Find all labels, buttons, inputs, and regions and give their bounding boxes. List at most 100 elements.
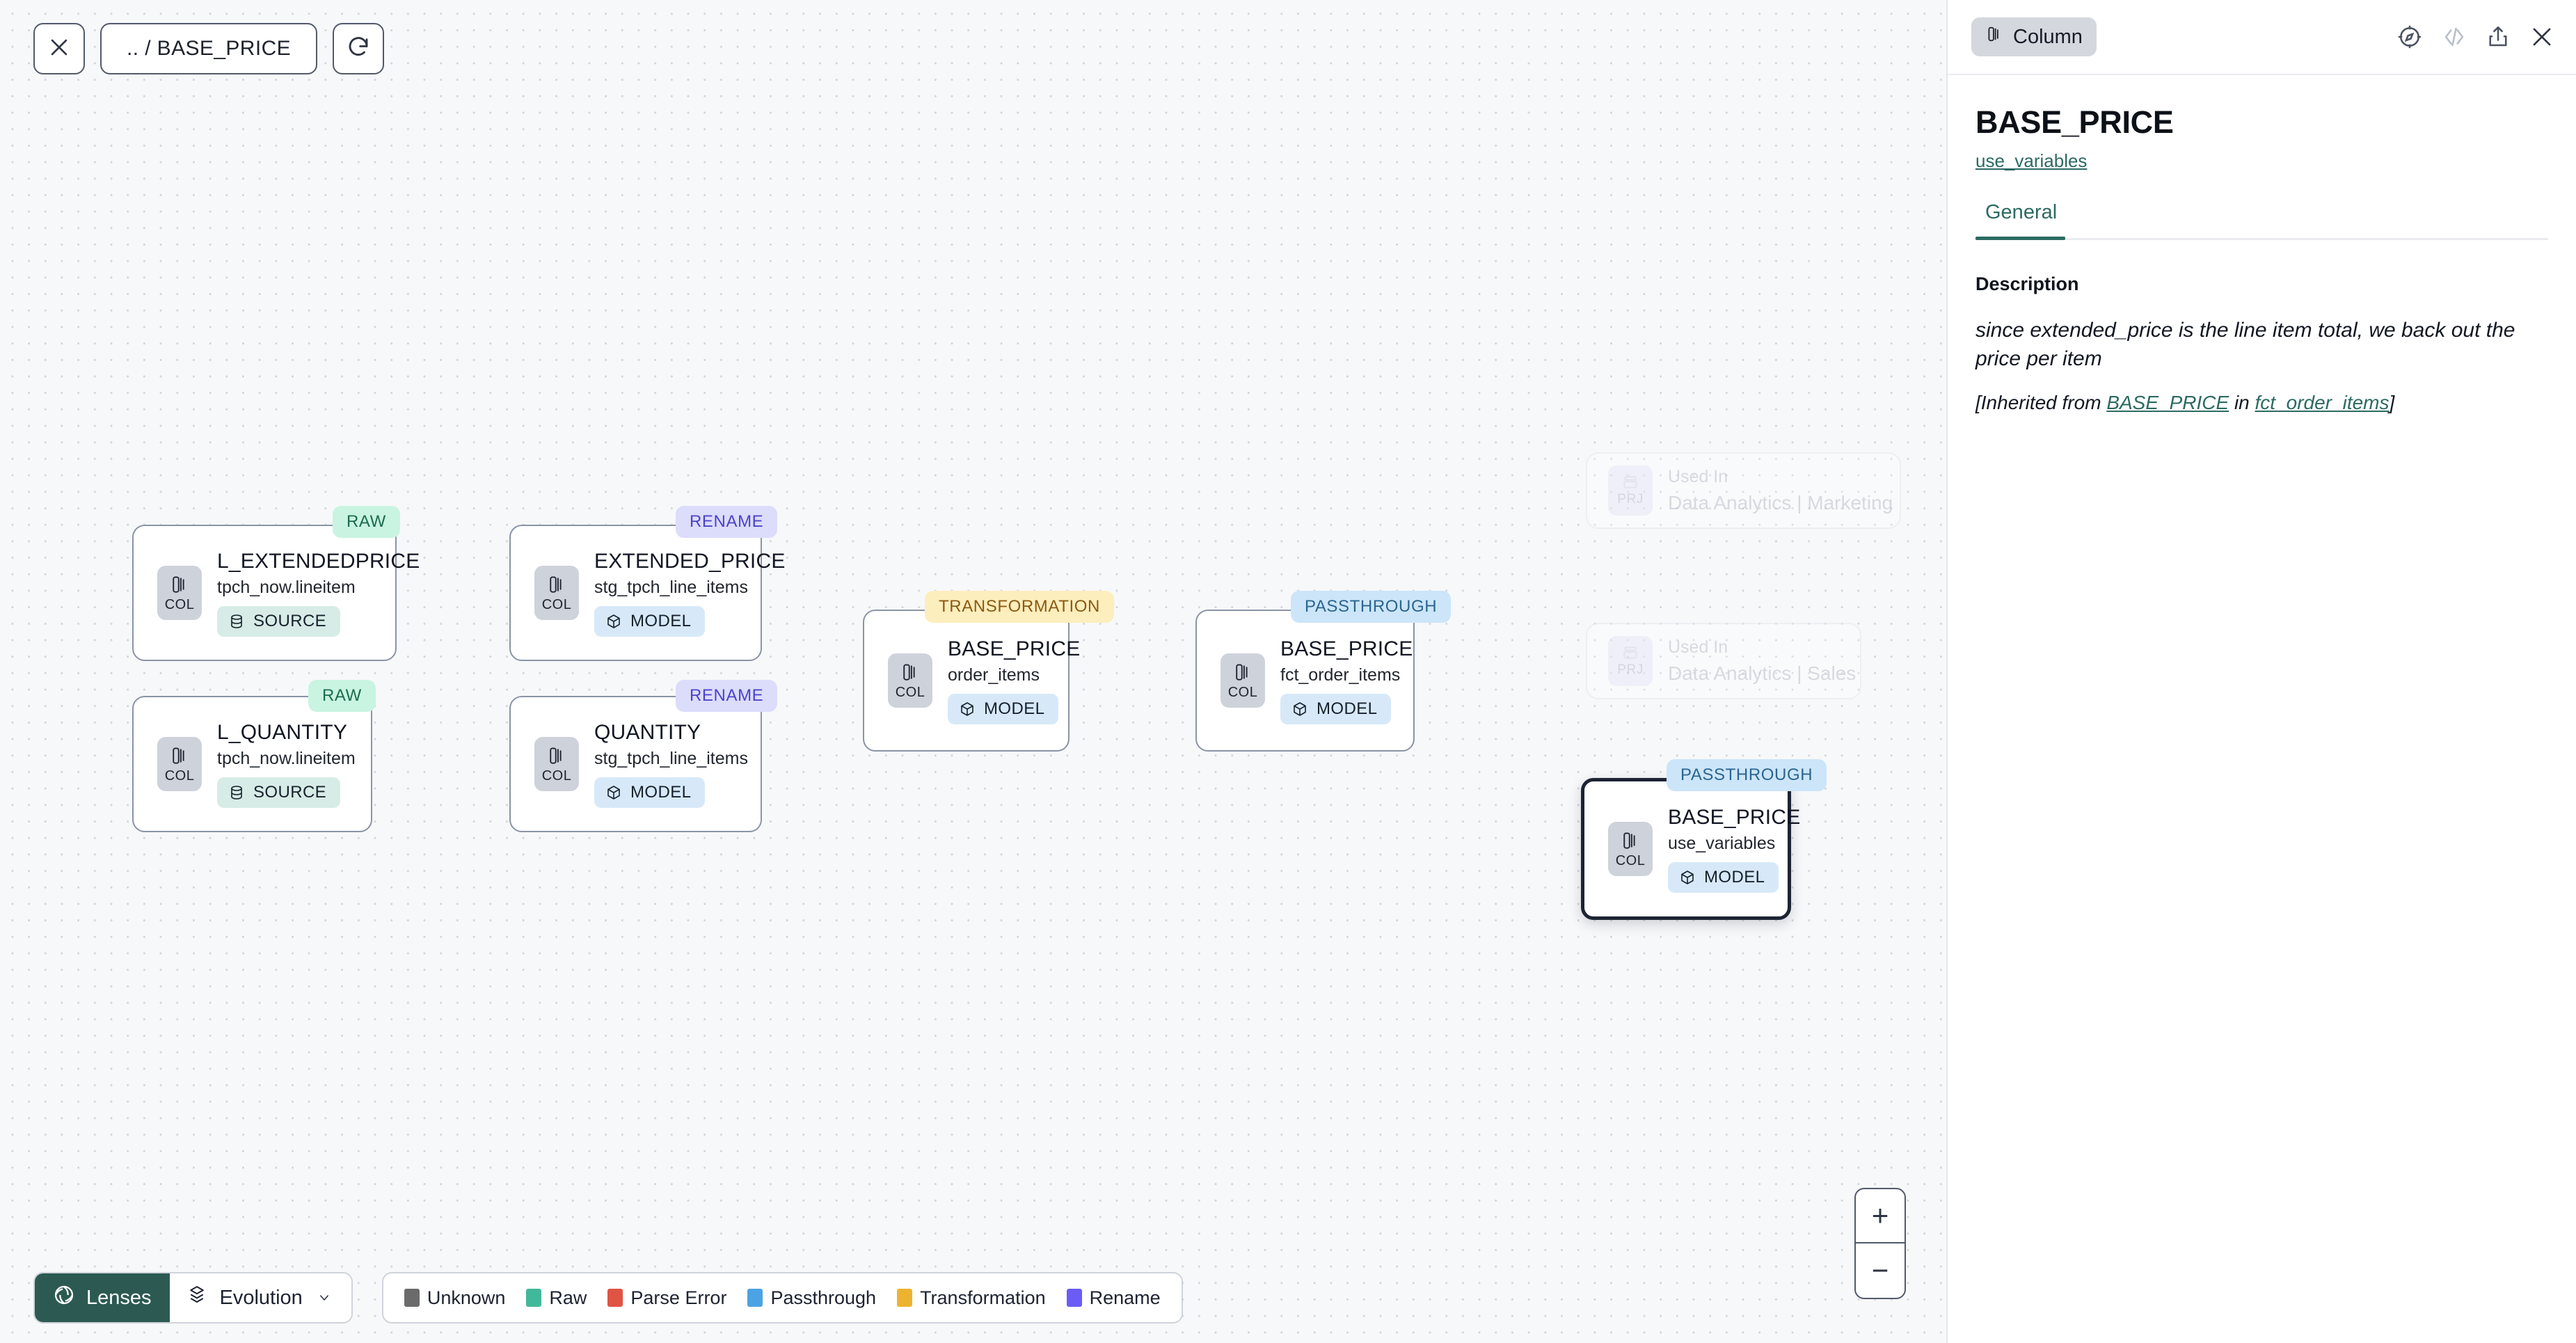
page-title: BASE_PRICE <box>1975 104 2174 140</box>
node-base-price-fct-order-items[interactable]: COL BASE_PRICE fct_order_items MODEL <box>1195 610 1415 752</box>
node-chip-label: MODEL <box>984 699 1045 718</box>
close-graph-button[interactable] <box>33 23 85 74</box>
node-subtitle: use_variables <box>1668 833 1776 853</box>
inherited-prefix: [Inherited from <box>1975 391 2107 413</box>
refresh-button[interactable] <box>333 23 385 74</box>
details-panel-body: BASE_PRICE use_variables General Descrip… <box>1948 75 2576 414</box>
inherited-column-link[interactable]: BASE_PRICE <box>2106 391 2229 413</box>
legend-swatch <box>747 1289 763 1307</box>
column-glyph <box>546 745 567 767</box>
share-icon[interactable] <box>2486 24 2511 50</box>
legend-label: Transformation <box>920 1287 1046 1308</box>
inherited-suffix: ] <box>2389 391 2395 413</box>
inherited-mid: in <box>2229 391 2255 413</box>
refresh-icon <box>346 35 371 63</box>
node-chip-model: MODEL <box>594 605 706 637</box>
lenses-button[interactable]: Lenses <box>35 1273 170 1322</box>
close-icon[interactable] <box>2529 24 2555 50</box>
node-base-price-order-items[interactable]: COL BASE_PRICE order_items MODEL <box>863 610 1080 752</box>
legend-swatch <box>1066 1289 1082 1307</box>
node-chip-label: SOURCE <box>253 611 327 630</box>
legend-label: Passthrough <box>770 1287 877 1308</box>
legend-label: Rename <box>1089 1287 1161 1308</box>
node-title: BASE_PRICE <box>948 637 1081 660</box>
breadcrumb[interactable]: .. / BASE_PRICE <box>100 23 318 74</box>
layers-icon <box>186 1283 207 1312</box>
node-badge-raw: RAW <box>333 506 400 538</box>
node-chip-label: MODEL <box>630 782 692 802</box>
node-subtitle: fct_order_items <box>1280 665 1401 685</box>
legend-item-raw[interactable]: Raw <box>526 1287 587 1309</box>
zoom-out-button[interactable]: − <box>1871 1254 1889 1287</box>
node-chip-model: MODEL <box>1280 693 1392 724</box>
node-chip-source: SOURCE <box>217 605 341 637</box>
used-in-node-marketing[interactable]: PRJ Used In Data Analytics | Marketing <box>1586 452 1901 529</box>
legend-label: Raw <box>549 1287 587 1308</box>
node-chip-model: MODEL <box>948 693 1059 724</box>
column-glyph <box>1232 661 1253 683</box>
node-subtitle: order_items <box>948 665 1040 685</box>
legend-swatch <box>404 1289 420 1307</box>
description-label: Description <box>1975 273 2079 294</box>
node-title: BASE_PRICE <box>1280 637 1413 660</box>
node-title: L_EXTENDEDPRICE <box>217 549 420 573</box>
node-badge-passthrough: PASSTHROUGH <box>1291 591 1452 623</box>
node-chip-label: SOURCE <box>253 782 327 802</box>
close-icon <box>47 35 71 63</box>
tab-general[interactable]: General <box>1975 201 2074 240</box>
chevron-down-icon <box>315 1287 333 1310</box>
zoom-in-button[interactable]: + <box>1856 1189 1905 1243</box>
lineage-legend: Unknown Raw Parse Error Passthrough Tran… <box>381 1272 1183 1324</box>
legend-item-rename[interactable]: Rename <box>1066 1287 1161 1309</box>
details-panel: Column BASE_PRICE use_variables <box>1946 0 2576 1343</box>
node-l-extendedprice[interactable]: COL L_EXTENDEDPRICE tpch_now.lineitem SO… <box>132 525 420 661</box>
legend-swatch <box>897 1289 913 1307</box>
column-icon: COL <box>157 737 202 791</box>
column-icon-label: COL <box>895 684 925 700</box>
used-in-label: Used In <box>1668 467 1728 486</box>
legend-item-unknown[interactable]: Unknown <box>404 1287 505 1309</box>
node-badge-passthrough: PASSTHROUGH <box>1667 759 1827 791</box>
node-badge-raw: RAW <box>308 680 376 712</box>
description-text: since extended_price is the line item to… <box>1975 319 2515 371</box>
panel-tabs: General <box>1975 201 2548 240</box>
legend-item-parse-error[interactable]: Parse Error <box>607 1287 726 1309</box>
node-title: EXTENDED_PRICE <box>594 549 786 573</box>
project-icon: PRJ <box>1608 636 1653 686</box>
legend-swatch <box>526 1289 542 1307</box>
node-quantity[interactable]: COL QUANTITY stg_tpch_line_items MODEL <box>509 696 762 832</box>
panel-header-actions <box>2396 24 2555 50</box>
column-glyph <box>900 661 921 683</box>
project-icon-label: PRJ <box>1617 492 1644 507</box>
parent-model-link[interactable]: use_variables <box>1975 150 2088 171</box>
details-panel-header: Column <box>1948 0 2576 75</box>
aperture-icon <box>53 1284 75 1312</box>
node-extended-price[interactable]: COL EXTENDED_PRICE stg_tpch_line_items M… <box>509 525 785 661</box>
entity-kind-label: Column <box>2013 25 2083 48</box>
node-badge-transformation: TRANSFORMATION <box>925 591 1114 623</box>
evolution-button[interactable]: Evolution <box>169 1273 351 1322</box>
legend-item-passthrough[interactable]: Passthrough <box>747 1287 876 1309</box>
used-in-node-sales[interactable]: PRJ Used In Data Analytics | Sales <box>1586 623 1861 699</box>
entity-kind-badge: Column <box>1971 17 2097 56</box>
column-glyph <box>1620 829 1641 852</box>
project-icon: PRJ <box>1608 466 1653 516</box>
code-icon[interactable] <box>2441 24 2467 50</box>
column-glyph <box>546 573 567 596</box>
lenses-label: Lenses <box>86 1286 152 1309</box>
column-icon: COL <box>888 653 932 708</box>
column-icon: COL <box>157 566 202 620</box>
legend-item-transformation[interactable]: Transformation <box>897 1287 1046 1309</box>
node-base-price-use-variables[interactable]: COL BASE_PRICE use_variables MODEL <box>1581 778 1800 920</box>
node-title: QUANTITY <box>594 720 701 744</box>
canvas-bottom-bar: Lenses Evolution Unknown <box>33 1272 1183 1324</box>
column-icon: COL <box>534 566 579 620</box>
inherited-note: [Inherited from BASE_PRICE in fct_order_… <box>1975 392 2548 414</box>
node-chip-model: MODEL <box>594 777 706 808</box>
node-title: BASE_PRICE <box>1668 805 1801 829</box>
compass-icon[interactable] <box>2396 24 2423 50</box>
lineage-canvas[interactable]: .. / BASE_PRICE <box>0 0 1946 1343</box>
inherited-model-link[interactable]: fct_order_items <box>2255 391 2390 413</box>
node-l-quantity[interactable]: COL L_QUANTITY tpch_now.lineitem SOURCE <box>132 696 372 832</box>
node-chip-label: MODEL <box>630 611 692 630</box>
